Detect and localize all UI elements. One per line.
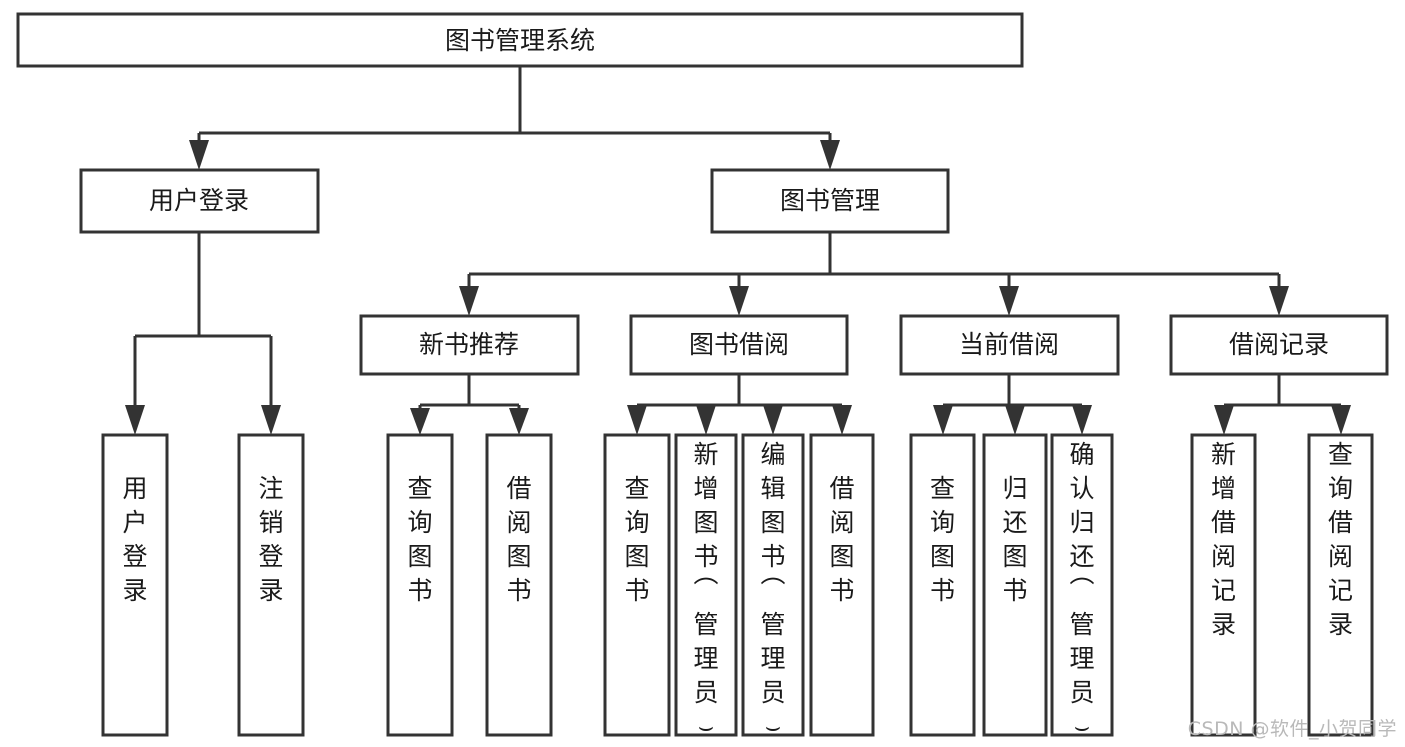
- leaf-node[interactable]: 查询图书: [386, 433, 454, 737]
- leaf-node-box[interactable]: [603, 433, 671, 737]
- leaf-node[interactable]: 新增图书⌒管理员⌣: [674, 433, 738, 741]
- connector-group-user-login-to-leaves: [125, 232, 281, 435]
- node-user-login[interactable]: 用户登录: [79, 168, 320, 234]
- leaf-node[interactable]: 注销登录: [237, 433, 305, 737]
- arrow-head-book-mgmt: [820, 140, 840, 170]
- leaf-node-box[interactable]: [485, 433, 553, 737]
- arrow-head-cb-return-book: [1005, 405, 1025, 435]
- arrow-head-bb-add-book: [696, 405, 716, 435]
- connector-group-book-mgmt-to-level3: [459, 232, 1289, 316]
- arrow-head-borrow-record: [1269, 286, 1289, 316]
- arrow-head-cb-query-book: [933, 405, 953, 435]
- leaf-node[interactable]: 确认归还⌒管理员⌣: [1050, 433, 1114, 741]
- leaf-node[interactable]: 用户登录: [101, 433, 169, 737]
- leaf-node-box[interactable]: [386, 433, 454, 737]
- node-book-borrow[interactable]: 图书借阅: [629, 314, 849, 376]
- node-book-management-label: 图书管理: [780, 186, 880, 215]
- leaf-node-label: 新增借阅记录: [1211, 440, 1236, 639]
- leaf-node-label: 查询图书: [930, 474, 955, 605]
- node-book-borrow-label: 图书借阅: [689, 330, 789, 359]
- leaf-node-box[interactable]: [1190, 433, 1257, 737]
- leaf-node[interactable]: 归还图书: [982, 433, 1048, 737]
- node-root-box[interactable]: [16, 12, 1024, 68]
- node-new-book-recommend-label: 新书推荐: [419, 330, 519, 359]
- node-new-book-recommend-box[interactable]: [359, 314, 580, 376]
- leaf-node[interactable]: 查询图书: [909, 433, 976, 737]
- leaf-node-box[interactable]: [809, 433, 875, 737]
- leaf-node-label: 查询借阅记录: [1328, 440, 1353, 639]
- connector-group-book-borrow-to-leaves: [627, 374, 852, 435]
- leaf-node-label: 归还图书: [1002, 474, 1027, 605]
- leaf-node-box[interactable]: [1050, 433, 1114, 737]
- node-current-borrow-label: 当前借阅: [959, 330, 1059, 359]
- leaf-node[interactable]: 借阅图书: [809, 433, 875, 737]
- arrow-head-br-add-record: [1214, 405, 1234, 435]
- arrow-head-current-borrow: [999, 286, 1019, 316]
- node-user-login-box[interactable]: [79, 168, 320, 234]
- leaf-node[interactable]: 编辑图书⌒管理员⌣: [741, 433, 805, 741]
- arrow-head-book-borrow: [729, 286, 749, 316]
- connector-group-new-book-rec-to-leaves: [410, 374, 529, 435]
- arrow-head-new-book-rec: [459, 286, 479, 316]
- leaf-node-label: 编辑图书⌒管理员⌣: [760, 440, 785, 741]
- leaf-node-box[interactable]: [982, 433, 1048, 737]
- node-user-login-label: 用户登录: [149, 186, 249, 215]
- node-root-label: 图书管理系统: [445, 26, 595, 55]
- connector-group-current-borrow-to-leaves: [933, 374, 1092, 435]
- leaf-node-box[interactable]: [237, 433, 305, 737]
- leaf-node-box[interactable]: [101, 433, 169, 737]
- leaf-node-label: 借阅图书: [506, 474, 531, 605]
- node-book-management-box[interactable]: [710, 168, 950, 234]
- arrow-head-user-login: [189, 140, 209, 170]
- leaf-node[interactable]: 查询图书: [603, 433, 671, 737]
- arrow-head-bb-query-book: [627, 405, 647, 435]
- node-book-management[interactable]: 图书管理: [710, 168, 950, 234]
- leaf-node-label: 确认归还⌒管理员⌣: [1069, 440, 1094, 741]
- arrow-head-leaf-logout: [261, 405, 281, 435]
- connector-group-root-to-level2: [189, 66, 840, 170]
- arrow-head-leaf-user-login: [125, 405, 145, 435]
- leaf-node-label: 用户登录: [122, 474, 147, 605]
- leaf-node[interactable]: 借阅图书: [485, 433, 553, 737]
- arrow-head-bb-borrow-book: [832, 405, 852, 435]
- node-root[interactable]: 图书管理系统: [16, 12, 1024, 68]
- leaf-node-box[interactable]: [741, 433, 805, 737]
- leaf-node-label: 查询图书: [407, 474, 432, 605]
- node-book-borrow-box[interactable]: [629, 314, 849, 376]
- leaf-node-label: 新增图书⌒管理员⌣: [693, 440, 718, 741]
- node-current-borrow-box[interactable]: [899, 314, 1120, 376]
- connector-group-borrow-record-to-leaves: [1214, 374, 1351, 435]
- leaf-node-label: 注销登录: [258, 474, 283, 605]
- leaf-node-label: 借阅图书: [829, 474, 854, 605]
- leaf-node-layer: 用户登录 注销登录 查询图书 借阅图书 查询图书 新增图书⌒管理员⌣ 编辑图书⌒管理员⌣ 借阅…: [101, 433, 1374, 741]
- arrow-head-bb-edit-book: [763, 405, 783, 435]
- arrow-head-nbr-borrow-book: [509, 408, 529, 435]
- leaf-node-box[interactable]: [674, 433, 738, 737]
- leaf-node[interactable]: 查询借阅记录: [1307, 433, 1374, 737]
- leaf-node-box[interactable]: [909, 433, 976, 737]
- arrow-head-br-query-record: [1331, 405, 1351, 435]
- node-borrow-record-label: 借阅记录: [1229, 330, 1329, 359]
- leaf-node-box[interactable]: [1307, 433, 1374, 737]
- arrow-head-cb-confirm-return: [1072, 405, 1092, 435]
- csdn-watermark: CSDN @软件_小贺同学: [1187, 718, 1397, 740]
- node-borrow-record-box[interactable]: [1169, 314, 1389, 376]
- arrow-head-nbr-query-book: [410, 408, 430, 435]
- node-current-borrow[interactable]: 当前借阅: [899, 314, 1120, 376]
- node-new-book-recommend[interactable]: 新书推荐: [359, 314, 580, 376]
- leaf-node[interactable]: 新增借阅记录: [1190, 433, 1257, 737]
- node-borrow-record[interactable]: 借阅记录: [1169, 314, 1389, 376]
- leaf-node-label: 查询图书: [624, 474, 649, 605]
